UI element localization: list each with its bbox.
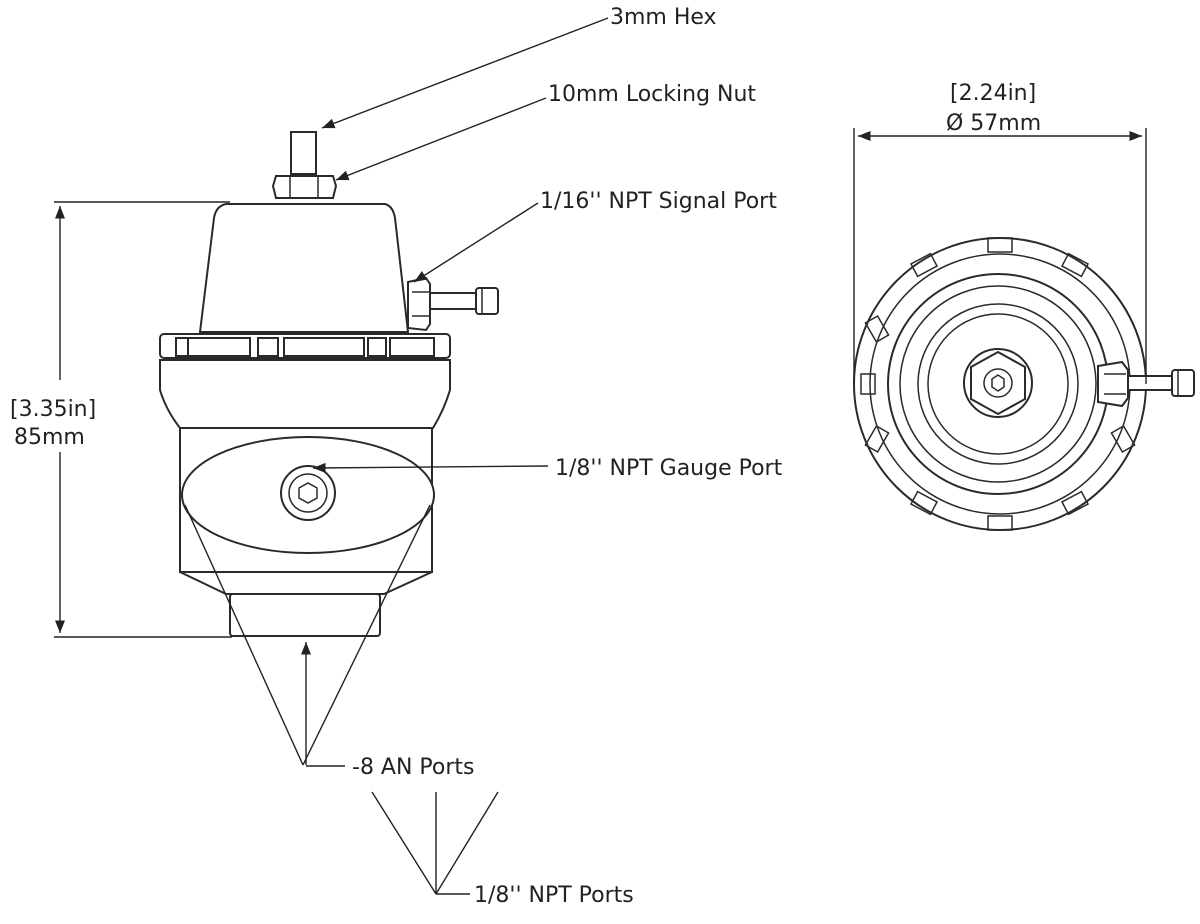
side-view — [54, 17, 609, 895]
label-an-ports: -8 AN Ports — [352, 755, 475, 780]
ring-tabs — [860, 237, 1136, 531]
dome-body — [198, 203, 410, 333]
height-dimension — [54, 201, 232, 638]
bottom-taper — [179, 571, 433, 595]
locking-nut — [271, 175, 338, 199]
diameter-mm-label: Ø 57mm — [946, 111, 1041, 136]
label-locking-nut: 10mm Locking Nut — [548, 82, 756, 107]
diameter-in-label: [2.24in] — [950, 81, 1036, 106]
housing-shoulder — [159, 359, 451, 429]
label-3mm-hex: 3mm Hex — [610, 5, 717, 30]
height-mm-label: 85mm — [14, 425, 85, 450]
top-signal-fitting — [1097, 360, 1195, 408]
label-gauge-port: 1/8'' NPT Gauge Port — [555, 456, 783, 481]
diameter-dimension — [853, 128, 1147, 384]
label-npt-ports: 1/8'' NPT Ports — [474, 883, 634, 908]
top-view — [853, 128, 1195, 531]
bottom-fitting — [229, 593, 381, 637]
label-signal-port: 1/16'' NPT Signal Port — [540, 189, 777, 214]
height-in-label: [3.35in] — [10, 397, 96, 422]
signal-port-fitting — [407, 276, 499, 332]
port-leaders — [184, 504, 499, 895]
hex-stud — [290, 131, 317, 175]
